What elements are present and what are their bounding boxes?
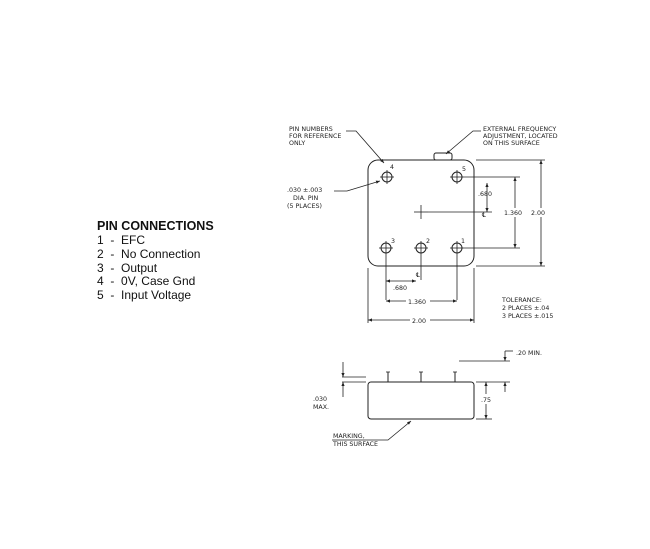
pin-4: [380, 170, 394, 184]
pin-connection-item: 1 - EFC: [97, 233, 146, 247]
pin-connection-item: 5 - Input Voltage: [97, 288, 192, 303]
dim-1360-vertical: 1.360: [504, 210, 522, 217]
dim-1360-horizontal: 1.360: [408, 299, 426, 306]
pin-numbers-note: PIN NUMBERS FOR REFERENCE ONLY: [289, 126, 343, 147]
dim-200-horizontal: 2.00: [412, 318, 426, 325]
pin-diameter-leader: [334, 180, 381, 192]
pin-label-3: 3: [391, 238, 395, 245]
pin-number: 4: [97, 274, 104, 289]
pin-5: [450, 170, 464, 184]
centerline-symbol: ℄: [416, 272, 421, 279]
pin-function: EFC: [121, 233, 146, 247]
tolerance-note: TOLERANCE: 2 PLACES ±.04 3 PLACES ±.015: [501, 297, 553, 320]
marking-leader: [332, 420, 412, 441]
pin-1: [450, 241, 464, 255]
pin-connection-item: 3 - Output: [97, 260, 158, 275]
dim-20-min: .20 MIN.: [516, 350, 542, 357]
pin-connections-title: PIN CONNECTIONS: [97, 219, 214, 233]
pin-connections-list: PIN CONNECTIONS 1 - EFC 2 - No Connectio…: [97, 218, 214, 303]
frequency-adjust-note: EXTERNAL FREQUENCY ADJUSTMENT, LOCATED O…: [483, 126, 560, 147]
pin-diameter-note: .030 ±.003 DIA. PIN (5 PLACES): [287, 187, 324, 210]
pin-label-2: 2: [426, 238, 430, 245]
package-outline-side: [367, 381, 475, 420]
dim-030-max: .030 MAX.: [313, 396, 329, 411]
efa-note-leader: [445, 130, 481, 155]
pin-label-5: 5: [462, 166, 466, 173]
pin-connection-item: 2 - No Connection: [97, 246, 201, 261]
pin-label-1: 1: [461, 238, 465, 245]
dim-75: .75: [481, 397, 491, 404]
pin-label-4: 4: [390, 164, 394, 171]
pin-number: 2: [97, 246, 104, 261]
pin-function: Output: [121, 260, 158, 275]
pin-number: 5: [97, 288, 104, 303]
pin-number: 1: [97, 233, 104, 247]
frequency-adjust-tab: [433, 152, 453, 161]
center-mark: [414, 205, 428, 219]
pin-function: 0V, Case Gnd: [121, 274, 196, 289]
pin-2: [414, 241, 428, 255]
pin-number: 3: [97, 260, 104, 275]
dim-680-vertical: .680: [478, 191, 492, 198]
centerline-symbol: ℄: [482, 212, 487, 219]
dim-680-horizontal: .680: [393, 285, 407, 292]
pin-function: No Connection: [121, 246, 201, 261]
pin-note-leader: [346, 130, 385, 164]
pin-3: [379, 241, 393, 255]
marking-note: MARKING, THIS SURFACE: [332, 433, 378, 448]
pin-function: Input Voltage: [121, 288, 192, 303]
pin-connection-item: 4 - 0V, Case Gnd: [97, 274, 196, 289]
dim-200-vertical: 2.00: [531, 210, 545, 217]
